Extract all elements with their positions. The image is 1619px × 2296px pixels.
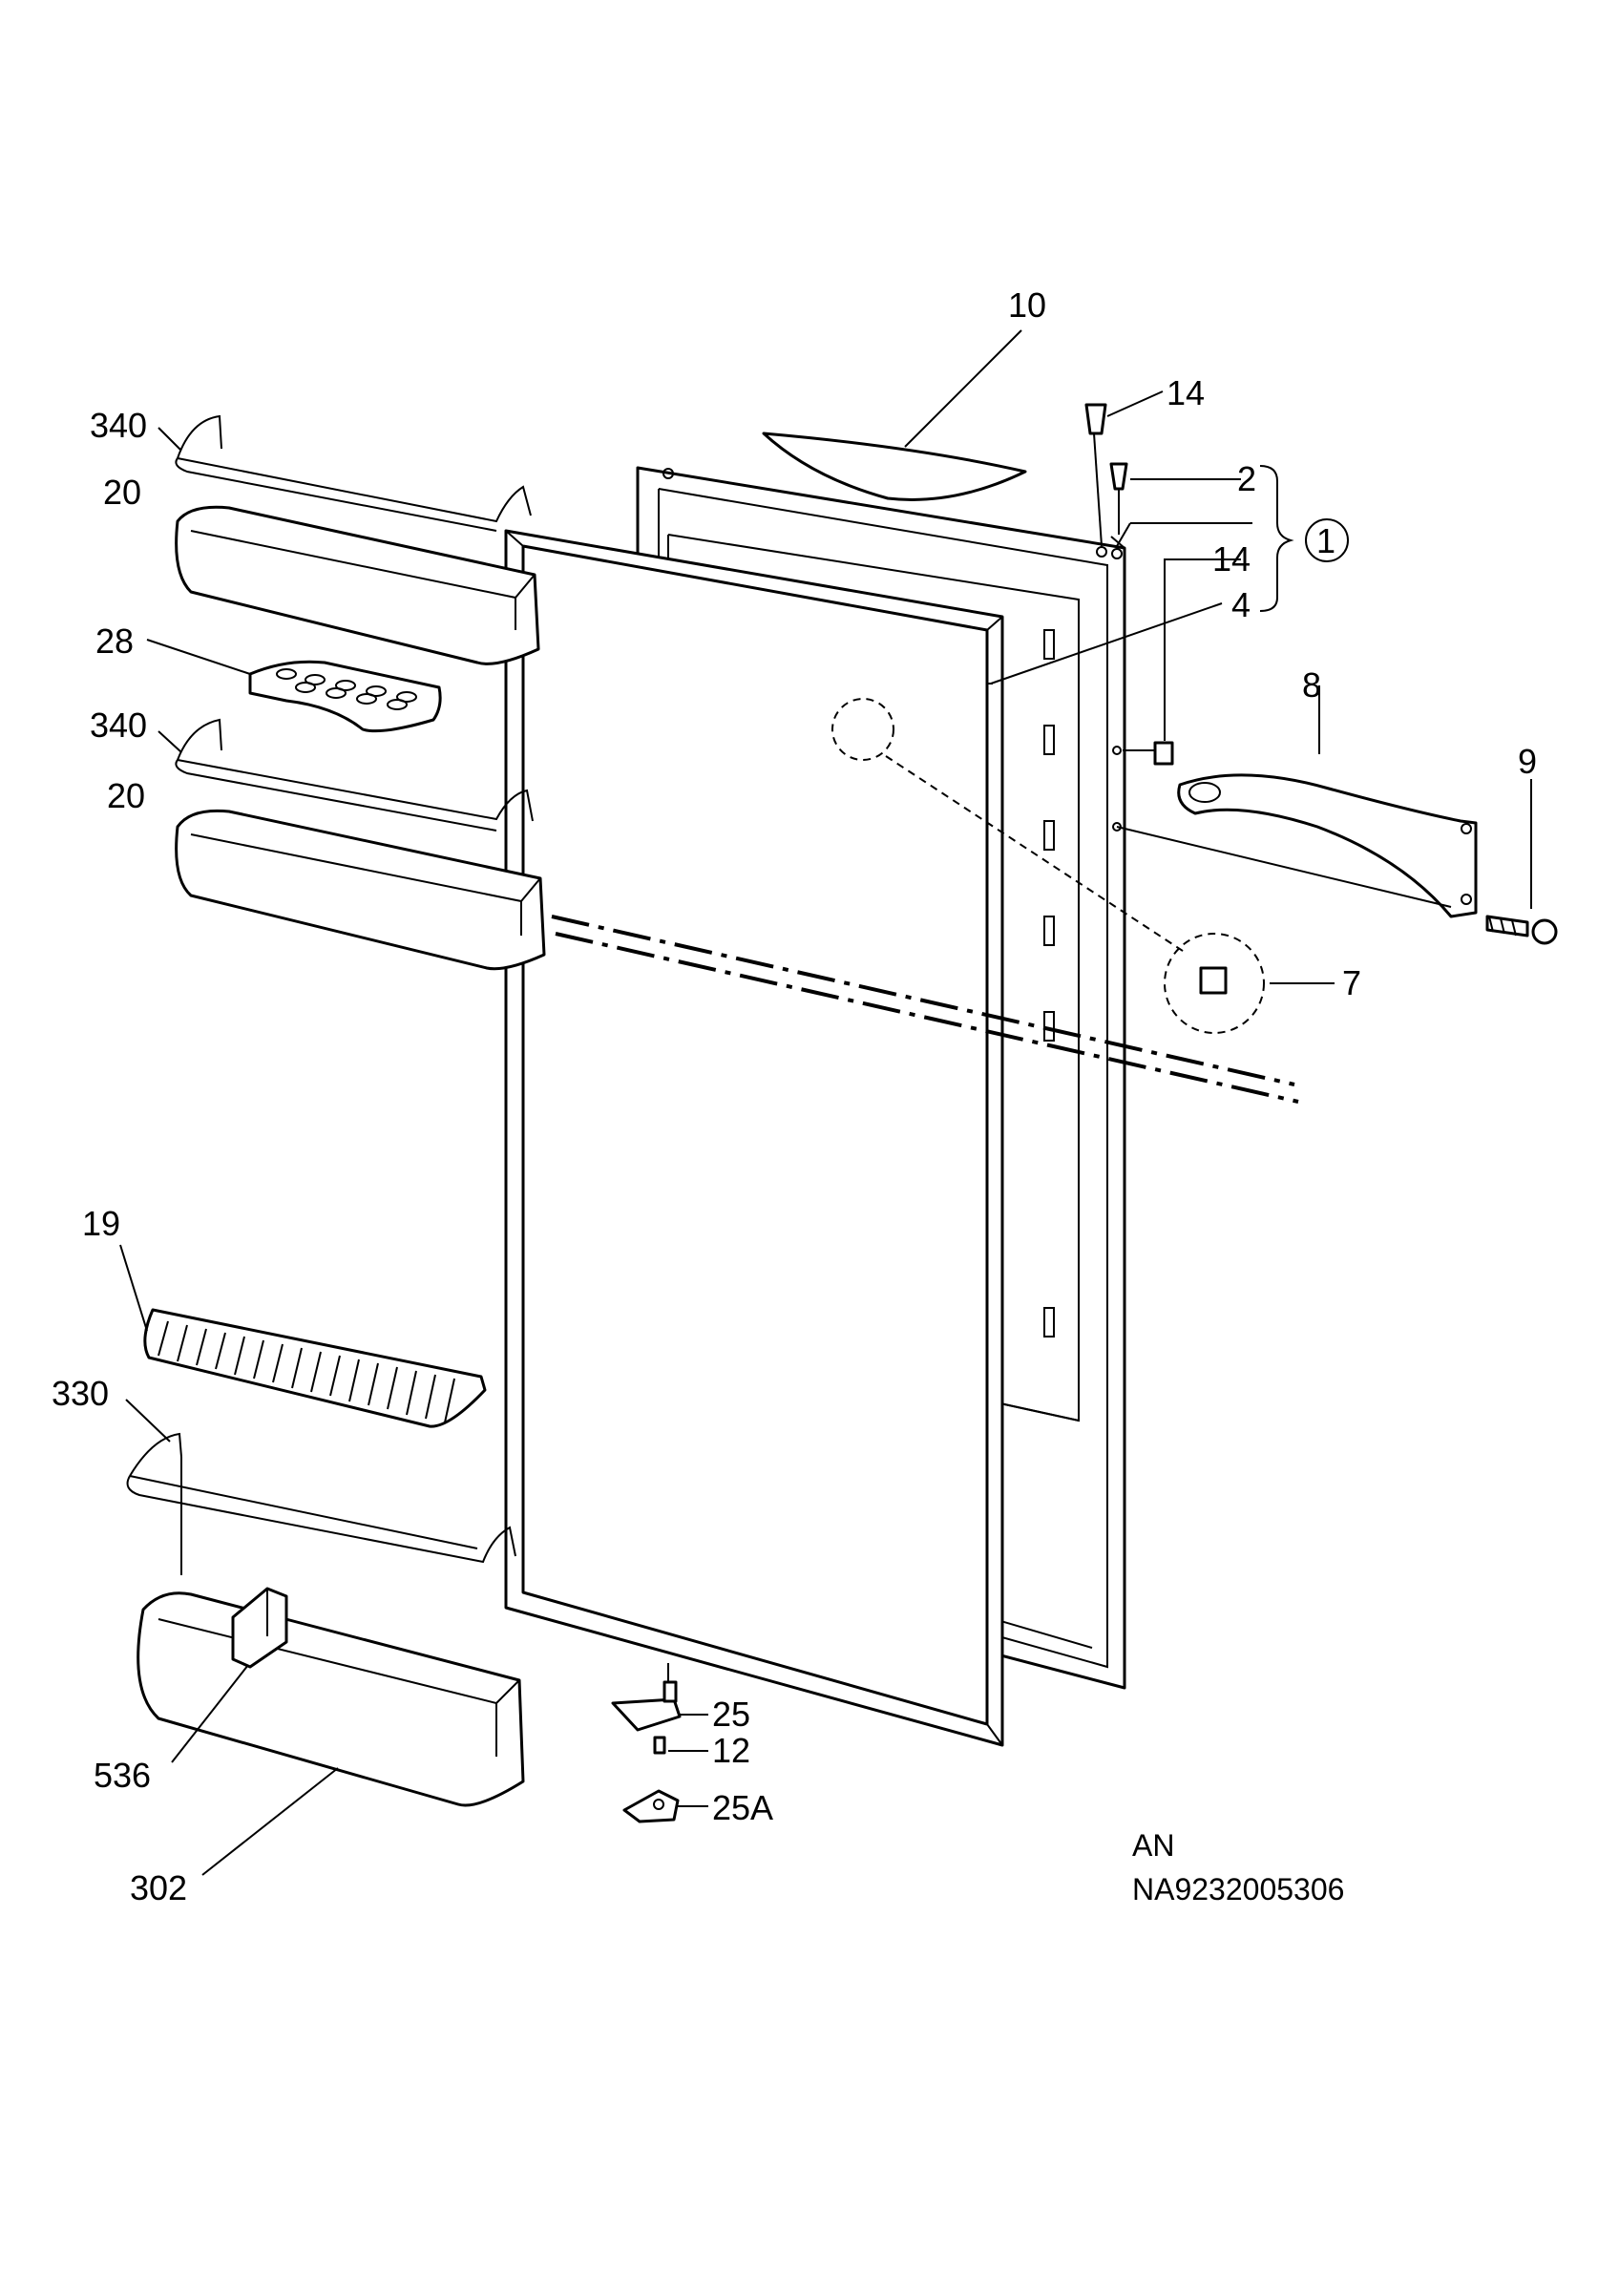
axis-line bbox=[551, 915, 1295, 1086]
callout-340-top: 340 bbox=[90, 406, 147, 445]
part-302-bottom-bin bbox=[137, 1591, 525, 1876]
callout-12: 12 bbox=[712, 1731, 750, 1770]
part-12-screw bbox=[653, 1736, 708, 1755]
callout-14-top: 14 bbox=[1167, 373, 1205, 412]
callout-20-top: 20 bbox=[103, 473, 141, 512]
part-10-top-trim bbox=[762, 329, 1027, 501]
part-19-bottle-rack bbox=[119, 1244, 487, 1428]
callout-330: 330 bbox=[52, 1374, 109, 1413]
callout-19: 19 bbox=[82, 1204, 120, 1243]
part-14-top-pin bbox=[1084, 390, 1164, 547]
part-330-wire bbox=[125, 1399, 516, 1575]
axis-line-2 bbox=[555, 932, 1299, 1104]
kit-1-bracket bbox=[1116, 465, 1349, 612]
callout-536: 536 bbox=[94, 1756, 151, 1795]
callout-9: 9 bbox=[1518, 742, 1537, 781]
callout-28: 28 bbox=[95, 621, 134, 661]
part-8-handle bbox=[1112, 685, 1478, 918]
callout-25a: 25A bbox=[712, 1788, 773, 1827]
part-25-hinge bbox=[611, 1663, 708, 1732]
part-340-wire-second bbox=[158, 718, 534, 832]
door-gasket bbox=[504, 529, 1004, 1747]
part-2-pin bbox=[1109, 462, 1241, 535]
part-7-detail bbox=[831, 698, 1335, 1034]
part-536-divider bbox=[171, 1587, 288, 1763]
callout-1: 1 bbox=[1316, 521, 1335, 560]
part-28-egg-tray bbox=[146, 639, 442, 733]
callout-8: 8 bbox=[1302, 665, 1321, 705]
callout-10: 10 bbox=[1008, 285, 1046, 325]
callout-302: 302 bbox=[130, 1868, 187, 1907]
drawing-code-line2: NA9232005306 bbox=[1132, 1872, 1344, 1906]
drawing-code-line1: AN bbox=[1132, 1828, 1174, 1863]
callout-14-side: 14 bbox=[1212, 539, 1251, 579]
part-20-shelf-top bbox=[175, 505, 540, 665]
part-9-screw bbox=[1485, 779, 1558, 945]
part-20-shelf-second bbox=[175, 809, 546, 971]
part-4-leader bbox=[990, 602, 1223, 685]
part-14-side-screw bbox=[1112, 558, 1241, 766]
callout-20-second: 20 bbox=[107, 776, 145, 815]
part-25a-plate bbox=[622, 1789, 708, 1823]
callout-25: 25 bbox=[712, 1695, 750, 1734]
callout-7: 7 bbox=[1342, 963, 1361, 1002]
callout-340-second: 340 bbox=[90, 706, 147, 745]
part-340-wire-top bbox=[158, 414, 532, 532]
callout-2: 2 bbox=[1237, 459, 1256, 498]
callout-4: 4 bbox=[1231, 585, 1251, 624]
